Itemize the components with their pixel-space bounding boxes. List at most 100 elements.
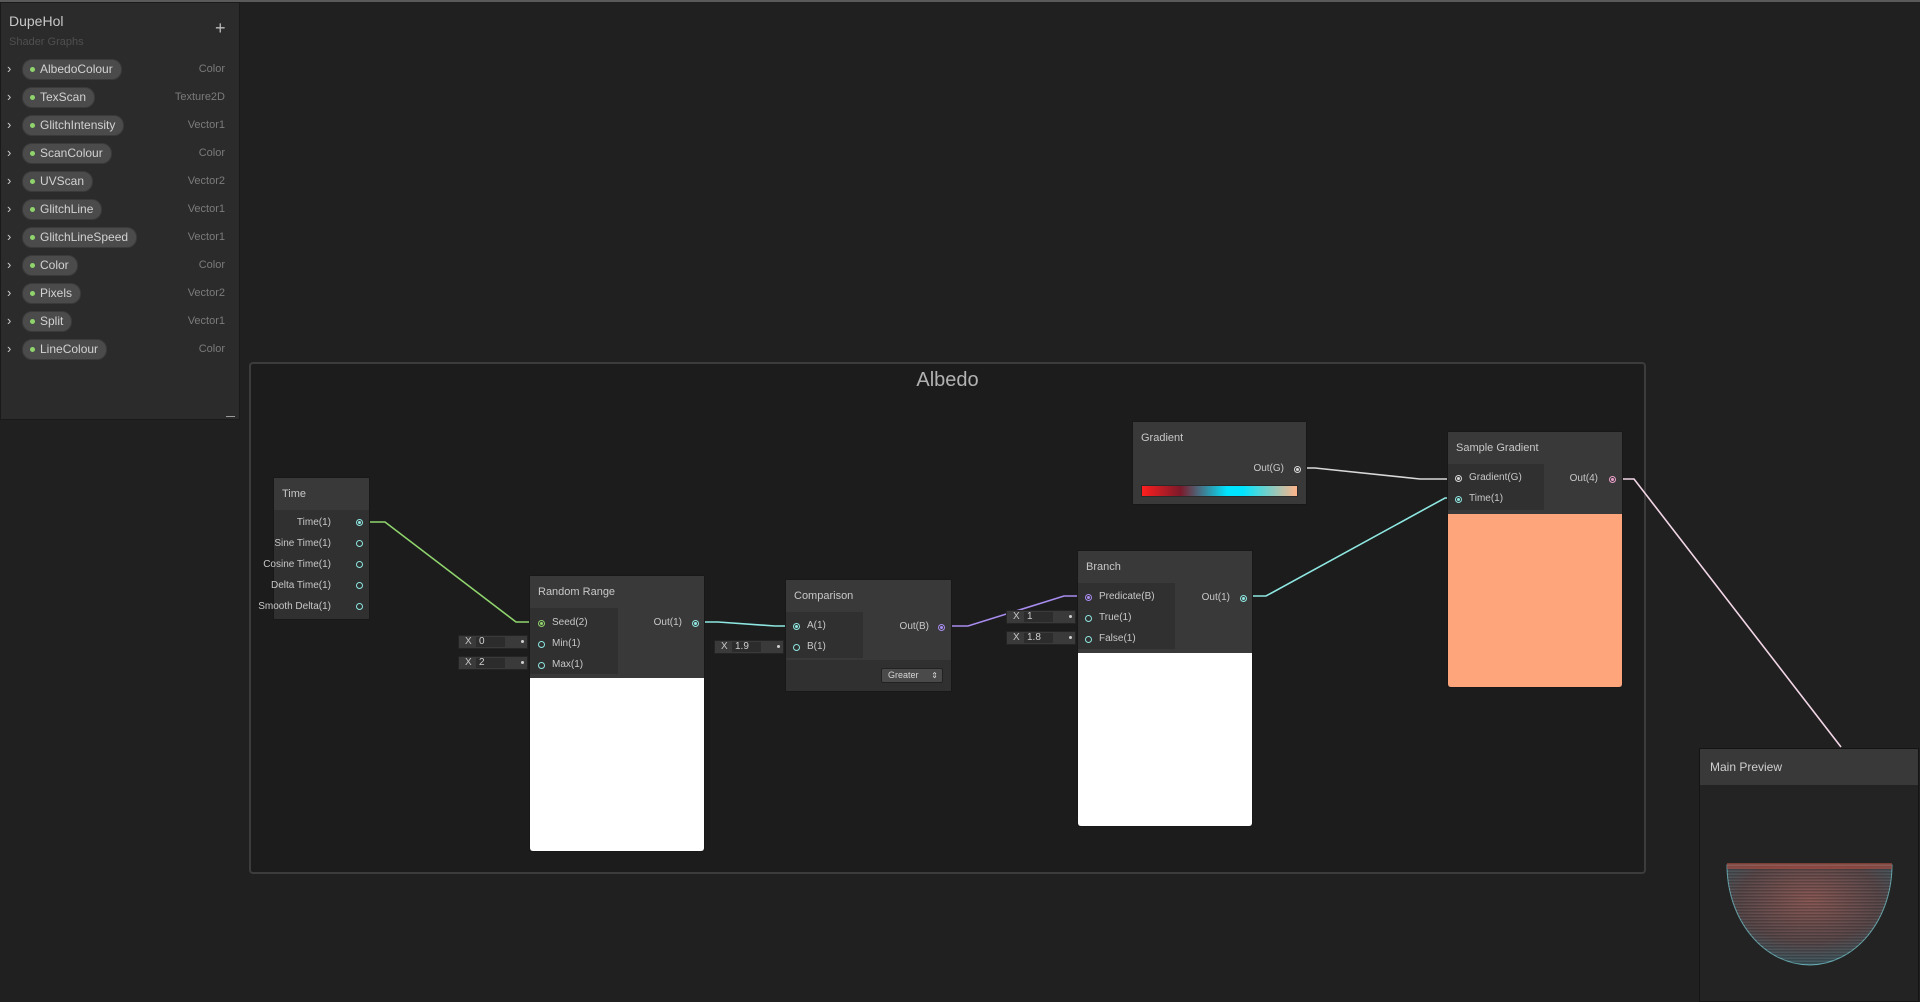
gradient-node[interactable]: Gradient Out(G) [1132, 421, 1307, 505]
port-out: Out(B) [899, 621, 929, 632]
gradient-field[interactable] [1141, 485, 1298, 497]
port-true: True(1) [1099, 612, 1132, 623]
property-row[interactable]: › AlbedoColour Color [1, 55, 239, 83]
port-smooth-delta-connector[interactable] [356, 603, 363, 610]
property-pill[interactable]: Pixels [22, 283, 82, 304]
property-pill[interactable]: Split [22, 311, 73, 332]
property-pill[interactable]: TexScan [22, 87, 96, 108]
port-cosine-time-connector[interactable] [356, 561, 363, 568]
comparison-mode: Greater [888, 670, 919, 680]
false-value[interactable]: 1.8 [1024, 633, 1053, 643]
property-name: Pixels [40, 286, 73, 300]
port-time-connector[interactable] [1455, 496, 1462, 503]
expand-arrow-icon[interactable]: › [7, 313, 12, 328]
sample-gradient-node[interactable]: Sample Gradient Gradient(G) Time(1) Out(… [1447, 431, 1623, 688]
port-time: Time(1) [296, 517, 331, 528]
property-name: UVScan [40, 174, 85, 188]
port-out-connector[interactable] [1240, 595, 1247, 602]
property-name: Split [40, 314, 64, 328]
port-time-connector[interactable] [356, 519, 363, 526]
port-seed-connector[interactable] [538, 620, 545, 627]
expand-arrow-icon[interactable]: › [7, 285, 12, 300]
expand-arrow-icon[interactable]: › [7, 145, 12, 160]
port-gradient-connector[interactable] [1455, 475, 1462, 482]
main-preview-panel[interactable]: Main Preview [1699, 748, 1919, 1002]
b-value[interactable]: 1.9 [732, 642, 761, 652]
property-name: TexScan [40, 90, 87, 104]
time-node[interactable]: Time Time(1) Sine Time(1) Cosine Time(1)… [258, 477, 370, 620]
port-out-connector[interactable] [692, 620, 699, 627]
port-false-connector[interactable] [1085, 636, 1092, 643]
port-true-connector[interactable] [1085, 615, 1092, 622]
property-pill[interactable]: ScanColour [22, 143, 112, 164]
port-a: A(1) [807, 620, 826, 631]
expand-arrow-icon[interactable]: › [7, 173, 12, 188]
expand-arrow-icon[interactable]: › [7, 201, 12, 216]
max-value-field[interactable]: X 2 [458, 656, 528, 670]
port-min-connector[interactable] [538, 641, 545, 648]
true-value-field[interactable]: X 1 [1006, 610, 1076, 624]
comparison-mode-dropdown[interactable]: Greater ⇕ [881, 668, 943, 683]
property-pill[interactable]: GlitchLine [22, 199, 103, 220]
port-time: Time(1) [1469, 493, 1504, 504]
port-b-connector[interactable] [793, 644, 800, 651]
property-row[interactable]: › GlitchLineSpeed Vector1 [1, 223, 239, 251]
port-out-connector[interactable] [1609, 476, 1616, 483]
branch-inputs: Predicate(B) True(1) False(1) [1078, 583, 1175, 649]
property-type: Vector1 [187, 231, 225, 243]
property-pill[interactable]: GlitchIntensity [22, 115, 125, 136]
port-cosine-time: Cosine Time(1) [263, 559, 331, 570]
property-type: Color [198, 63, 225, 75]
property-pill[interactable]: UVScan [22, 171, 94, 192]
expand-arrow-icon[interactable]: › [7, 117, 12, 132]
node-title: Gradient [1133, 422, 1306, 454]
port-out-connector[interactable] [938, 624, 945, 631]
random-range-node[interactable]: Random Range Seed(2) Min(1) Max(1) Out(1… [529, 575, 705, 852]
port-max-connector[interactable] [538, 662, 545, 669]
graph-path: Shader Graphs [9, 36, 84, 48]
port-sine-time-connector[interactable] [356, 540, 363, 547]
false-value-field[interactable]: X 1.8 [1006, 631, 1076, 645]
expand-arrow-icon[interactable]: › [7, 341, 12, 356]
exposed-dot-icon [30, 319, 35, 324]
property-pill[interactable]: GlitchLineSpeed [22, 227, 138, 248]
property-pill[interactable]: Color [22, 255, 78, 276]
port-seed: Seed(2) [552, 617, 588, 628]
expand-arrow-icon[interactable]: › [7, 229, 12, 244]
property-type: Color [198, 259, 225, 271]
expand-arrow-icon[interactable]: › [7, 89, 12, 104]
node-preview [1448, 514, 1622, 687]
true-value[interactable]: 1 [1024, 612, 1053, 622]
property-pill[interactable]: LineColour [22, 339, 108, 360]
group-title[interactable]: Albedo [916, 369, 979, 391]
min-value[interactable]: 0 [476, 637, 505, 647]
add-property-button[interactable]: + [215, 18, 226, 38]
max-value[interactable]: 2 [476, 658, 505, 668]
expand-arrow-icon[interactable]: › [7, 61, 12, 76]
resize-handle[interactable] [226, 416, 235, 417]
port-out-connector[interactable] [1294, 466, 1301, 473]
min-value-field[interactable]: X 0 [458, 635, 528, 649]
preview-mesh [1726, 863, 1893, 966]
port-delta-time-connector[interactable] [356, 582, 363, 589]
exposed-dot-icon [30, 291, 35, 296]
port-predicate-connector[interactable] [1085, 594, 1092, 601]
comparison-node[interactable]: Comparison A(1) B(1) Out(B) Greater ⇕ [785, 579, 952, 692]
port-a-connector[interactable] [793, 623, 800, 630]
property-row[interactable]: › Color Color [1, 251, 239, 279]
comparison-inputs: A(1) B(1) [786, 612, 863, 658]
exposed-dot-icon [30, 67, 35, 72]
branch-node[interactable]: Branch Predicate(B) True(1) False(1) Out… [1077, 550, 1253, 827]
expand-arrow-icon[interactable]: › [7, 257, 12, 272]
b-value-field[interactable]: X 1.9 [714, 640, 784, 654]
property-pill[interactable]: AlbedoColour [22, 59, 122, 80]
